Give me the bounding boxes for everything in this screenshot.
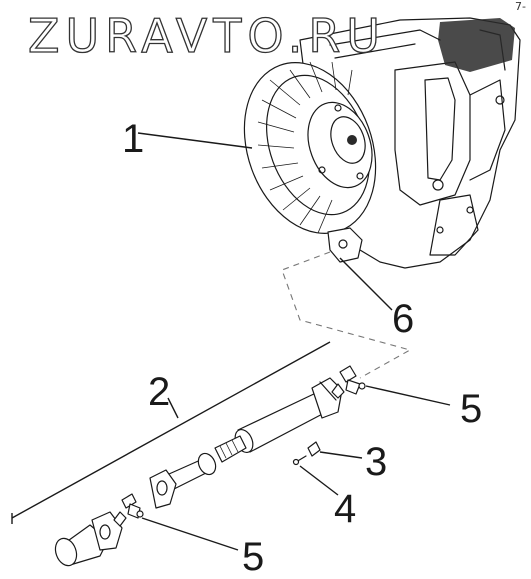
callout-4: 4 (334, 487, 356, 531)
corner-mark: 7- (515, 0, 526, 13)
callout-6: 6 (392, 297, 414, 341)
callout-1: 1 (122, 117, 144, 161)
leader-lines (11, 132, 451, 551)
callout-5-upper: 5 (460, 387, 482, 431)
callout-2: 2 (148, 370, 170, 414)
driveshaft-assembly (54, 365, 366, 567)
callout-5-lower: 5 (242, 535, 264, 579)
lock-plate (307, 441, 321, 457)
callout-3: 3 (365, 440, 387, 484)
u-joint-lower (113, 493, 144, 527)
transmission-housing (243, 17, 521, 269)
watermark-text: ZURAVTO.RU (28, 9, 386, 63)
u-joint-upper (331, 365, 366, 399)
dashed-connection-lines (281, 251, 412, 379)
